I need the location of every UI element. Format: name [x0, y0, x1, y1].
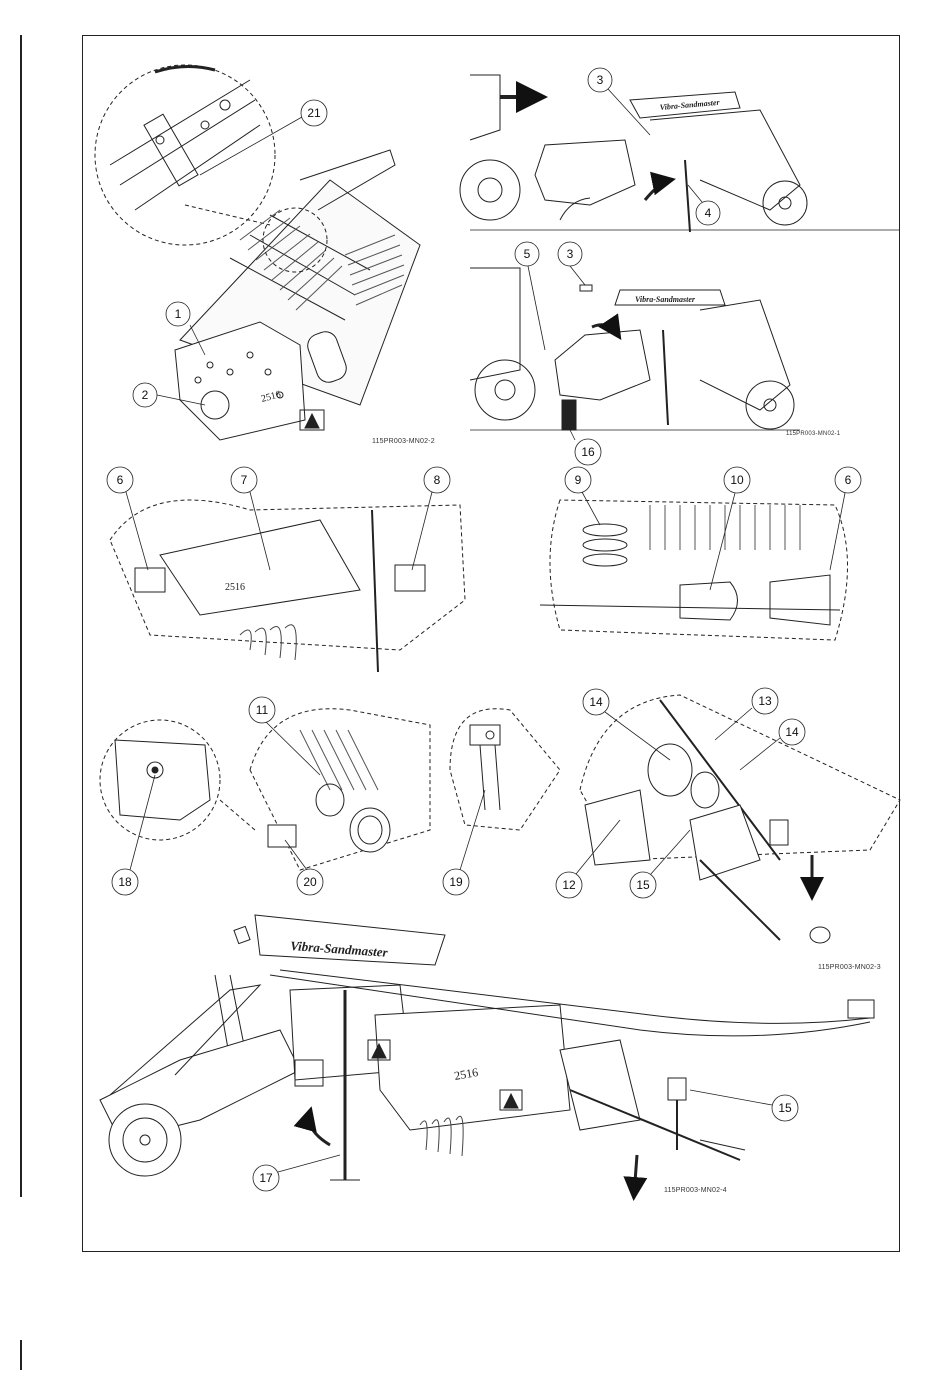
callout-6a: 6 — [107, 467, 148, 570]
svg-text:1: 1 — [175, 307, 182, 321]
svg-text:2: 2 — [142, 388, 149, 402]
gearbox-left — [135, 568, 165, 592]
fig-top-right-hitching — [460, 75, 900, 232]
svg-text:20: 20 — [303, 875, 317, 889]
gearbox-right — [395, 565, 425, 591]
brand-name-2: Vibra-Sandmaster — [635, 295, 696, 304]
callout-14b: 14 — [740, 719, 805, 770]
svg-text:8: 8 — [434, 473, 441, 487]
svg-text:6: 6 — [845, 473, 852, 487]
rotation-arrow-icon — [309, 1112, 330, 1145]
svg-text:6: 6 — [117, 473, 124, 487]
callout-19: 19 — [443, 790, 485, 895]
figure-ref-middle-right: 115PR003-MN02-3 — [818, 964, 881, 971]
callout-6b: 6 — [830, 467, 861, 570]
svg-text:9: 9 — [575, 473, 582, 487]
fig-detail-18 — [100, 720, 255, 840]
svg-text:14: 14 — [785, 725, 799, 739]
fig-bottom-machine — [100, 915, 874, 1195]
fig-hitch-assembly — [580, 695, 900, 943]
callout-9: 9 — [565, 467, 600, 525]
svg-text:21: 21 — [307, 106, 321, 120]
svg-text:10: 10 — [730, 473, 744, 487]
directional-arrow-icon — [634, 1155, 637, 1195]
svg-text:15: 15 — [778, 1101, 792, 1115]
callout-13: 13 — [715, 688, 778, 740]
callout-8: 8 — [412, 467, 450, 570]
svg-text:7: 7 — [241, 473, 248, 487]
figure-ref-top-right: 115PR003-MN02-1 — [786, 431, 840, 437]
figure-ref-top-left: 115PR003-MN02-2 — [372, 438, 435, 445]
svg-text:14: 14 — [589, 695, 603, 709]
svg-text:3: 3 — [597, 73, 604, 87]
machine-model-label-2: 2516 — [225, 582, 245, 593]
callout-3b: 3 — [558, 242, 585, 285]
svg-text:12: 12 — [562, 878, 576, 892]
rotation-arrow-icon — [645, 180, 670, 200]
svg-text:13: 13 — [758, 694, 772, 708]
svg-text:17: 17 — [259, 1171, 273, 1185]
figure-ref-bottom: 115PR003-MN02-4 — [664, 1187, 727, 1194]
callout-17: 17 — [253, 1155, 340, 1191]
fig-middle-left-rake — [110, 500, 465, 672]
callout-10: 10 — [710, 467, 750, 590]
fig-detail-19 — [450, 709, 560, 830]
svg-text:19: 19 — [449, 875, 463, 889]
callout-15b: 15 — [690, 1090, 798, 1121]
callout-11: 11 — [249, 697, 320, 775]
fig-middle-right-driveshaft — [540, 500, 848, 640]
svg-text:18: 18 — [118, 875, 132, 889]
svg-text:16: 16 — [581, 445, 595, 459]
svg-text:11: 11 — [256, 703, 269, 717]
svg-text:15: 15 — [636, 878, 650, 892]
svg-text:4: 4 — [705, 206, 712, 220]
callout-20: 20 — [285, 840, 323, 895]
svg-text:3: 3 — [567, 247, 574, 261]
callout-16: 16 — [570, 430, 601, 465]
callout-4: 4 — [688, 185, 720, 225]
fig-top-right-lifted — [470, 268, 800, 430]
svg-text:5: 5 — [524, 247, 531, 261]
detail-circle-21 — [95, 65, 275, 245]
